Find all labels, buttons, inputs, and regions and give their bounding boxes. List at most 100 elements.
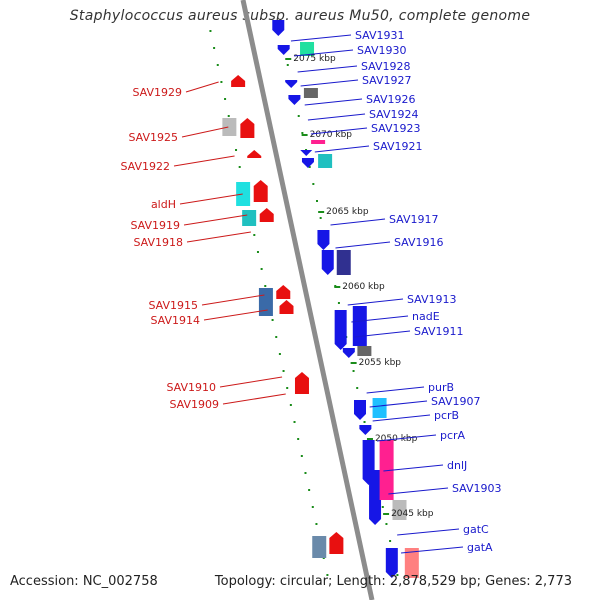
- forward-gene-arrow: [321, 250, 334, 275]
- label-leader: [314, 145, 370, 153]
- forward-gene-label: SAV1913: [407, 293, 457, 306]
- label-leader: [300, 79, 359, 87]
- forward-gene-label: pcrB: [434, 409, 459, 422]
- genome-backbone: [240, 0, 375, 600]
- forward-gene-label: SAV1916: [394, 236, 444, 249]
- forward-gene-arrow: [272, 20, 285, 36]
- feature-box: [379, 440, 394, 500]
- label-leader: [335, 241, 391, 249]
- feature-box: [312, 536, 327, 558]
- label-leader: [181, 126, 229, 138]
- label-leader: [183, 214, 248, 226]
- forward-gene-arrow: [369, 470, 382, 525]
- ring-tick: [256, 251, 259, 253]
- forward-gene-label: SAV1923: [371, 122, 421, 135]
- forward-gene-label: SAV1903: [452, 482, 502, 495]
- ring-tick: [316, 200, 318, 202]
- ring-tick: [213, 47, 216, 49]
- forward-gene-label: SAV1928: [361, 60, 411, 73]
- reverse-gene-arrow: [231, 75, 246, 87]
- feature-box: [300, 42, 315, 56]
- ring-tick: [264, 285, 267, 287]
- reverse-gene-label: SAV1915: [148, 299, 198, 312]
- feature-box: [352, 306, 367, 346]
- feature-box: [303, 88, 318, 98]
- reverse-gene-label: SAV1922: [120, 160, 170, 173]
- label-leader: [219, 376, 283, 388]
- forward-gene-arrow: [277, 45, 290, 55]
- label-leader: [351, 315, 409, 323]
- ring-tick: [396, 574, 399, 576]
- reverse-gene-arrow: [279, 300, 294, 314]
- ring-tick: [301, 132, 304, 134]
- reverse-gene-label: SAV1909: [169, 398, 219, 411]
- ring-tick: [271, 319, 274, 321]
- ring-tick: [289, 404, 292, 406]
- forward-gene-label: SAV1931: [355, 29, 405, 42]
- scale-label: 2045 kbp: [391, 509, 434, 519]
- ring-tick: [389, 540, 392, 542]
- ring-tick: [315, 523, 318, 525]
- scale-label: 2070 kbp: [310, 130, 353, 140]
- ring-tick: [308, 166, 311, 168]
- feature-box: [236, 182, 251, 206]
- forward-gene-label: SAV1907: [431, 395, 481, 408]
- label-leader: [297, 65, 358, 73]
- forward-gene-label: SAV1917: [389, 213, 439, 226]
- reverse-gene-label: SAV1910: [166, 381, 216, 394]
- forward-gene-label: purB: [428, 381, 454, 394]
- label-leader: [388, 487, 449, 495]
- ring-tick: [278, 353, 281, 355]
- label-leader: [383, 464, 444, 472]
- forward-gene-label: nadE: [412, 310, 440, 323]
- reverse-gene-label: aldH: [151, 198, 176, 211]
- ring-tick: [308, 489, 311, 491]
- forward-gene-label: SAV1926: [366, 93, 416, 106]
- forward-gene-label: SAV1921: [373, 140, 423, 153]
- ring-tick: [220, 81, 223, 83]
- ring-tick: [337, 302, 340, 304]
- label-leader: [330, 218, 386, 226]
- reverse-gene-arrow: [276, 285, 291, 299]
- scale-label: 2065 kbp: [326, 207, 369, 217]
- ring-tick: [352, 370, 355, 372]
- genome-title: Staphylococcus aureus subsp. aureus Mu50…: [69, 8, 531, 24]
- ring-tick: [293, 421, 296, 423]
- ring-tick: [282, 370, 285, 372]
- feature-box: [404, 548, 419, 578]
- feature-box: [357, 346, 372, 356]
- ring-tick: [216, 64, 219, 66]
- feature-box: [311, 140, 326, 144]
- label-leader: [397, 528, 460, 536]
- forward-gene-arrow: [301, 158, 314, 168]
- forward-gene-arrow: [334, 310, 347, 350]
- reverse-gene-label: SAV1914: [150, 314, 200, 327]
- ring-tick: [253, 234, 256, 236]
- reverse-gene-label: SAV1929: [132, 86, 182, 99]
- reverse-gene-label: SAV1918: [133, 236, 183, 249]
- feature-box: [258, 288, 273, 316]
- ring-tick: [319, 217, 322, 219]
- ring-tick: [326, 574, 329, 576]
- ring-tick: [209, 30, 212, 32]
- forward-gene-arrow: [359, 425, 372, 435]
- label-leader: [179, 193, 243, 205]
- forward-gene-arrow: [317, 230, 330, 250]
- label-leader: [222, 393, 286, 405]
- forward-gene-arrow: [288, 95, 301, 105]
- label-leader: [294, 49, 354, 57]
- feature-box: [336, 250, 351, 275]
- ring-tick: [363, 421, 366, 423]
- label-leader: [307, 113, 366, 121]
- ring-tick: [300, 455, 303, 457]
- feature-box: [372, 398, 387, 418]
- ring-tick: [312, 183, 315, 185]
- ring-tick: [235, 149, 238, 151]
- feature-box: [222, 118, 237, 136]
- label-leader: [400, 546, 464, 554]
- ring-tick: [224, 98, 227, 100]
- label-leader: [347, 298, 404, 306]
- ring-tick: [286, 64, 289, 66]
- genome-stats-text: Topology: circular; Length: 2,878,529 bp…: [214, 574, 572, 589]
